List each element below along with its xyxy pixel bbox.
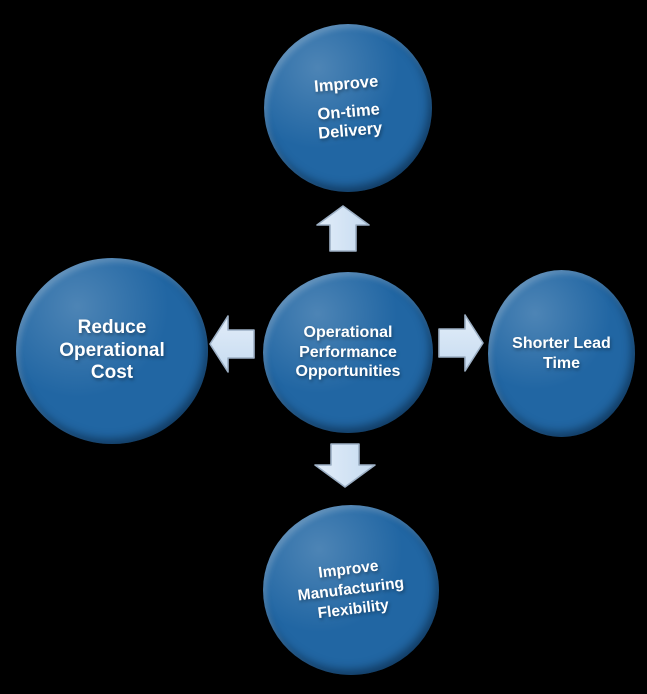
- node-improve-manufacturing-flexibility: Improve Manufacturing Flexibility: [263, 505, 439, 675]
- node-label-line1: Improve: [313, 72, 379, 96]
- arrow-down-icon: [314, 443, 376, 488]
- node-label: Reduce Operational Cost: [59, 317, 165, 384]
- node-label: Shorter Lead Time: [512, 334, 611, 372]
- node-reduce-operational-cost: Reduce Operational Cost: [16, 258, 208, 444]
- arrow-up-icon: [316, 205, 370, 252]
- arrow-left-icon: [209, 314, 255, 374]
- node-shorter-lead-time: Shorter Lead Time: [488, 270, 635, 437]
- node-label: Operational Performance Opportunities: [295, 324, 401, 381]
- node-operational-performance-opportunities: Operational Performance Opportunities: [263, 272, 433, 433]
- node-label-line2: On-time Delivery: [316, 100, 383, 143]
- arrow-right-icon: [438, 313, 484, 373]
- node-label: Improve Manufacturing Flexibility: [296, 557, 405, 623]
